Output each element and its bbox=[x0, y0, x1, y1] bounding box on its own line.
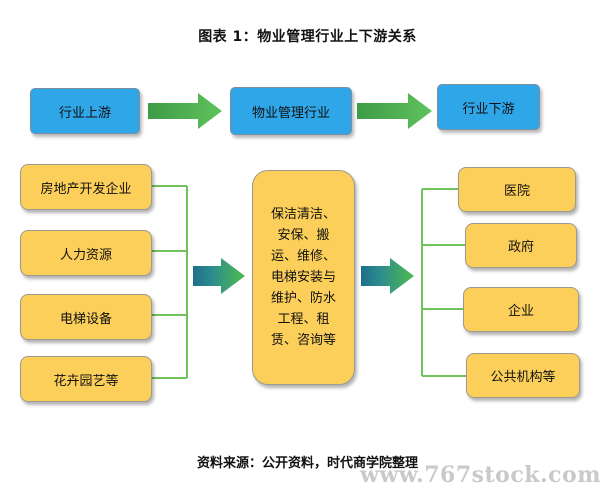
arrow-left-to-center bbox=[193, 258, 245, 294]
service-line: 运、维修、 bbox=[270, 249, 336, 264]
watermark: www.767stock.com bbox=[359, 462, 601, 488]
left-item: 电梯设备 bbox=[20, 294, 152, 340]
downstream-label: 行业下游 bbox=[462, 101, 515, 117]
arrow-industry-to-downstream bbox=[357, 93, 432, 129]
left-item: 人力资源 bbox=[20, 230, 152, 276]
downstream-box: 行业下游 bbox=[437, 84, 540, 130]
left-item: 花卉园艺等 bbox=[20, 356, 152, 402]
service-line: 维护、防水 bbox=[270, 291, 336, 306]
source-note: 资料来源：公开资料，时代商学院整理 bbox=[196, 456, 418, 471]
right-item-label: 公共机构等 bbox=[490, 370, 556, 385]
right-item: 医院 bbox=[458, 167, 576, 212]
right-item-label: 政府 bbox=[507, 240, 534, 255]
service-line: 工程、租 bbox=[277, 312, 330, 327]
service-line: 保洁清洁、 bbox=[270, 207, 336, 222]
right-bracket bbox=[421, 188, 466, 377]
arrow-upstream-to-industry bbox=[148, 93, 222, 129]
right-item-label: 企业 bbox=[507, 304, 534, 319]
service-line: 赁、咨询等 bbox=[270, 333, 336, 348]
left-item: 房地产开发企业 bbox=[20, 164, 152, 210]
left-item-label: 花卉园艺等 bbox=[53, 373, 119, 389]
service-line: 电梯安装与 bbox=[270, 270, 336, 285]
left-bracket bbox=[152, 185, 188, 379]
service-line: 安保、搬 bbox=[277, 228, 330, 243]
right-item: 企业 bbox=[463, 287, 579, 332]
right-item: 公共机构等 bbox=[466, 353, 580, 398]
upstream-label: 行业上游 bbox=[58, 105, 111, 121]
right-item: 政府 bbox=[465, 223, 577, 268]
left-item-label: 人力资源 bbox=[59, 247, 112, 263]
left-item-label: 电梯设备 bbox=[59, 311, 112, 327]
page-title: 图表 1：物业管理行业上下游关系 bbox=[198, 29, 417, 45]
industry-label: 物业管理行业 bbox=[251, 105, 330, 121]
right-item-label: 医院 bbox=[503, 184, 530, 199]
industry-services-box: 保洁清洁、 安保、搬 运、维修、 电梯安装与 维护、防水 工程、租 赁、咨询等 bbox=[252, 170, 355, 385]
left-item-label: 房地产开发企业 bbox=[40, 181, 132, 197]
arrow-center-to-right bbox=[361, 258, 414, 294]
industry-box: 物业管理行业 bbox=[230, 87, 352, 135]
upstream-box: 行业上游 bbox=[30, 88, 140, 134]
